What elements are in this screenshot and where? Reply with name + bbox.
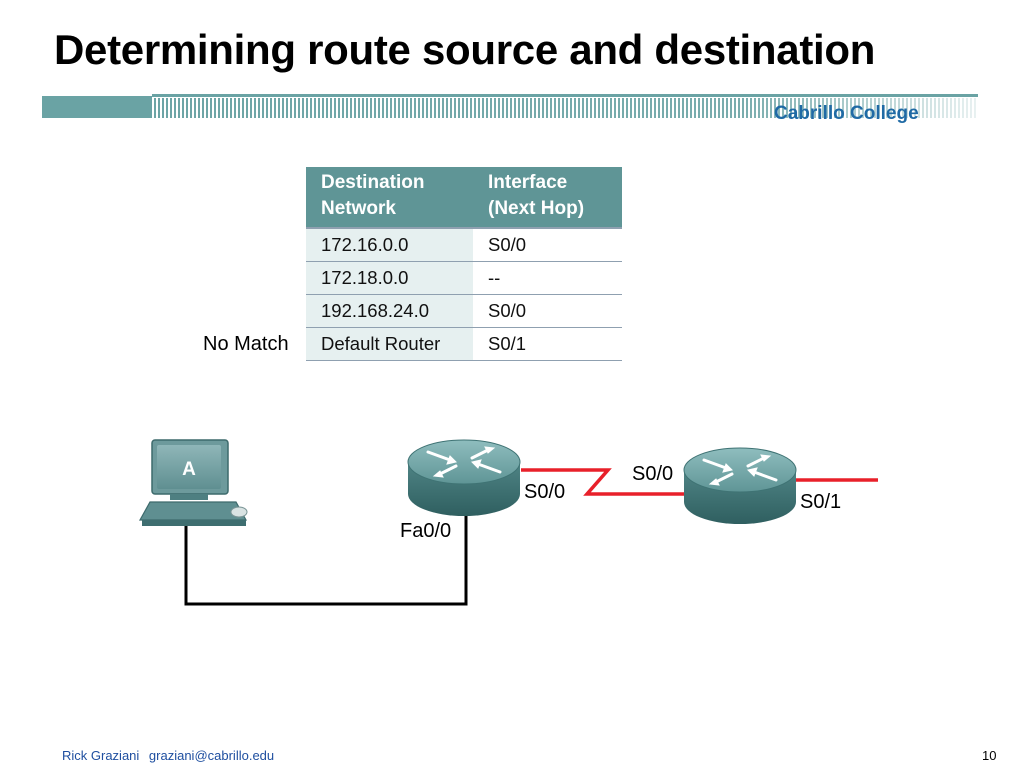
table-row: Default Router S0/1 [306, 327, 622, 361]
router-1 [407, 439, 521, 516]
destination-cell: 172.18.0.0 [306, 261, 473, 295]
header-line: (Next Hop) [488, 198, 585, 219]
destination-cell: Default Router [306, 327, 473, 361]
no-match-label: No Match [203, 333, 289, 355]
brand-name: Cabrillo College [774, 103, 919, 124]
router1-fa-label: Fa0/0 [400, 520, 452, 542]
router1-serial-label: S0/0 [524, 481, 566, 503]
header-banner [42, 94, 978, 118]
column-header-interface: Interface (Next Hop) [473, 167, 622, 228]
footer-email: graziani@cabrillo.edu [148, 748, 275, 763]
host-label: A [182, 459, 196, 480]
footer-author: Rick Graziani [62, 748, 140, 763]
table-row: 172.18.0.0 -- [306, 261, 622, 295]
router2-serial-out-label: S0/1 [800, 491, 842, 513]
host-pc: A [138, 439, 248, 526]
interface-cell: S0/0 [473, 227, 622, 262]
table-row: 172.16.0.0 S0/0 [306, 227, 622, 262]
ethernet-link [184, 514, 468, 606]
page-number: 10 [982, 748, 997, 763]
router2-serial-in-label: S0/0 [632, 463, 674, 485]
router-2 [683, 447, 797, 524]
routing-table: Destination Network Interface (Next Hop)… [306, 167, 622, 361]
table-row: 192.168.24.0 S0/0 [306, 294, 622, 328]
interface-cell: S0/0 [473, 294, 622, 328]
table-header-row: Destination Network Interface (Next Hop) [306, 167, 622, 228]
destination-cell: 192.168.24.0 [306, 294, 473, 328]
header-line: Destination [321, 172, 425, 193]
serial-link [521, 468, 686, 496]
interface-cell: -- [473, 261, 622, 295]
header-line: Network [321, 198, 396, 219]
column-header-destination: Destination Network [306, 167, 473, 228]
slide-title: Determining route source and destination [54, 26, 876, 73]
footer-credit: Rick Graziani graziani@cabrillo.edu [62, 748, 274, 763]
interface-cell: S0/1 [473, 327, 622, 361]
header-line: Interface [488, 172, 568, 193]
destination-cell: 172.16.0.0 [306, 227, 473, 262]
